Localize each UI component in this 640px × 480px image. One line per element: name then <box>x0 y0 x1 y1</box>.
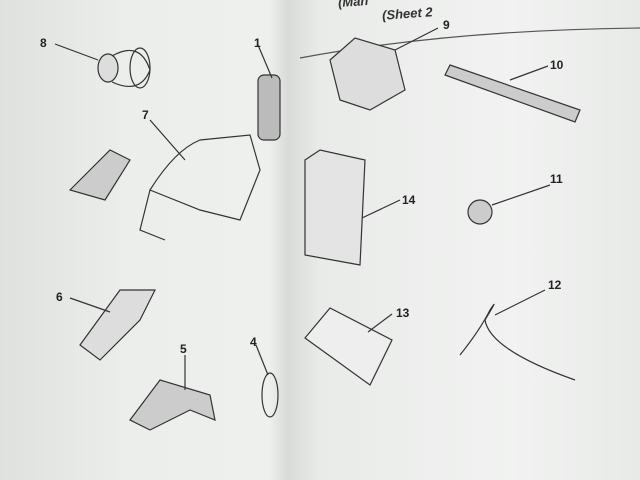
callout-8: 8 <box>40 36 47 50</box>
callout-14: 14 <box>402 193 416 207</box>
box-14-illustration <box>304 149 401 266</box>
eyecup-illustration <box>54 43 151 89</box>
cable-12-illustration <box>459 289 576 381</box>
callout-9: 9 <box>443 18 450 32</box>
ring-4-illustration <box>255 344 279 418</box>
callout-13: 13 <box>396 306 410 320</box>
callout-7: 7 <box>142 108 149 122</box>
bracket-6-illustration <box>69 289 156 361</box>
callout-4: 4 <box>250 335 257 349</box>
callout-10: 10 <box>550 58 564 72</box>
manual-13-illustration <box>304 307 393 386</box>
mount-1-illustration <box>257 44 281 141</box>
clamp-illustration <box>68 149 131 201</box>
head-mount-illustration <box>139 119 261 241</box>
case-9-illustration <box>329 27 439 111</box>
knob-11-illustration <box>467 184 551 225</box>
callout-6: 6 <box>56 290 63 304</box>
strap-10-illustration <box>444 64 581 123</box>
mount-5-illustration <box>129 355 216 431</box>
callout-11: 11 <box>550 172 563 186</box>
callout-12: 12 <box>548 278 562 292</box>
callout-1: 1 <box>254 36 261 50</box>
callout-5: 5 <box>180 342 187 356</box>
